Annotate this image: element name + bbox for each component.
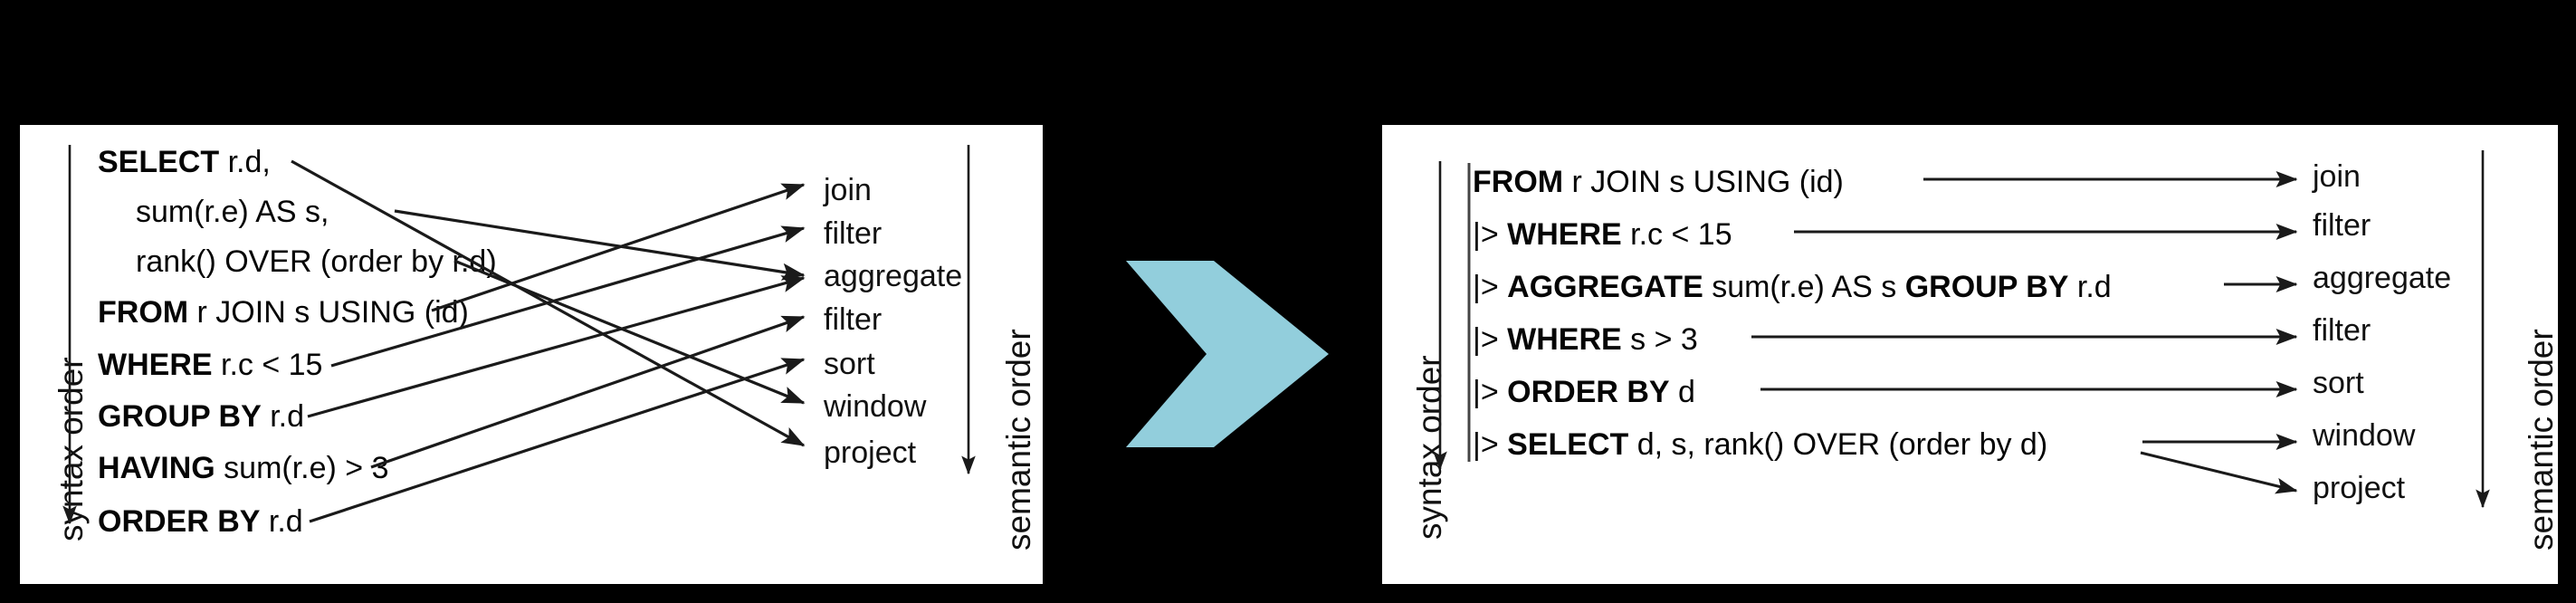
clause-keyword: ORDER BY: [1507, 375, 1670, 409]
right-panel-semantic-order-label: semantic order: [2523, 329, 2558, 550]
clause-keyword: AGGREGATE: [1507, 270, 1703, 304]
semantic-op-join: join: [2313, 159, 2361, 194]
clause-having: HAVING sum(r.e) > 3: [98, 453, 389, 483]
clause-keyword: WHERE: [1507, 217, 1622, 252]
clause-keyword: HAVING: [98, 451, 215, 485]
clause-rest: r.d: [261, 399, 304, 434]
pipe-clause-order-by: |> ORDER BY d: [1473, 377, 1695, 407]
clause-keyword: FROM: [1473, 165, 1564, 199]
clause-keyword: WHERE: [1507, 322, 1622, 357]
clause-keyword: GROUP BY: [98, 399, 262, 434]
clause-keyword-2: GROUP BY: [1904, 270, 2069, 304]
clause-order-by: ORDER BY r.d: [98, 506, 303, 537]
clause-rest: r.d: [260, 504, 303, 539]
pipe-operator: |>: [1473, 375, 1508, 409]
clause-rest: d: [1669, 375, 1695, 409]
right-chevron-arrow: [1119, 232, 1338, 476]
pipe-clause-where-1: |> WHERE r.c < 15: [1473, 219, 1732, 250]
clause-rest-2: r.d: [2068, 270, 2112, 304]
clause-rest: r JOIN s USING (id): [188, 295, 469, 330]
semantic-op-window: window: [824, 389, 927, 424]
clause-keyword: ORDER BY: [98, 504, 261, 539]
clause-from: FROM r JOIN s USING (id): [98, 297, 469, 328]
pipe-clause-where-2: |> WHERE s > 3: [1473, 324, 1698, 355]
clause-keyword: SELECT: [1507, 427, 1629, 462]
left-panel-syntax-order-label: syntax order: [52, 357, 90, 541]
semantic-op-window: window: [2313, 418, 2416, 453]
clause-select-cont-1: sum(r.e) AS s,: [136, 196, 329, 227]
semantic-op-aggregate: aggregate: [824, 259, 963, 293]
chevron-icon: [1126, 261, 1329, 447]
pipe-clause-from: FROM r JOIN s USING (id): [1473, 167, 1844, 197]
clause-rest: r JOIN s USING (id): [1563, 165, 1844, 199]
clause-rest: rank() OVER (order by r.d): [136, 244, 497, 279]
pipe-operator: |>: [1473, 217, 1508, 252]
clause-rest: s > 3: [1621, 322, 1698, 357]
semantic-op-aggregate: aggregate: [2313, 261, 2452, 295]
clause-rest: sum(r.e) AS s: [1703, 270, 1905, 304]
pipe-operator: |>: [1473, 270, 1508, 304]
clause-keyword: FROM: [98, 295, 189, 330]
semantic-op-project: project: [824, 436, 917, 470]
clause-group-by: GROUP BY r.d: [98, 401, 304, 432]
semantic-op-sort: sort: [824, 347, 875, 381]
clause-rest: r.d,: [219, 145, 271, 179]
semantic-op-join: join: [824, 173, 872, 207]
right-panel: syntax order semantic order FROM r JOIN …: [1382, 125, 2558, 584]
pipe-clause-select: |> SELECT d, s, rank() OVER (order by d): [1473, 429, 2047, 460]
clause-rest: d, s, rank() OVER (order by d): [1628, 427, 2048, 462]
clause-rest: r.c < 15: [1621, 217, 1732, 252]
pipe-operator: |>: [1473, 427, 1508, 462]
clause-where: WHERE r.c < 15: [98, 349, 322, 380]
clause-rest: sum(r.e) > 3: [215, 451, 389, 485]
pipe-operator: |>: [1473, 322, 1508, 357]
semantic-op-filter-2: filter: [824, 302, 883, 337]
semantic-op-filter-2: filter: [2313, 313, 2371, 348]
clause-keyword: SELECT: [98, 145, 220, 179]
clause-keyword: WHERE: [98, 348, 213, 382]
semantic-op-sort: sort: [2313, 366, 2364, 400]
semantic-op-filter-1: filter: [824, 216, 883, 251]
clause-rest: sum(r.e) AS s,: [136, 195, 329, 229]
semantic-op-project: project: [2313, 471, 2406, 505]
pipe-clause-aggregate: |> AGGREGATE sum(r.e) AS s GROUP BY r.d: [1473, 272, 2112, 302]
clause-rest: r.c < 15: [212, 348, 323, 382]
semantic-op-filter-1: filter: [2313, 208, 2371, 243]
clause-select-cont-2: rank() OVER (order by r.d): [136, 246, 497, 277]
clause-select: SELECT r.d,: [98, 147, 271, 177]
left-panel: syntax order semantic order SELECT r.d, …: [20, 125, 1043, 584]
right-panel-syntax-order-label: syntax order: [1411, 355, 1448, 540]
left-panel-semantic-order-label: semantic order: [1000, 329, 1037, 550]
